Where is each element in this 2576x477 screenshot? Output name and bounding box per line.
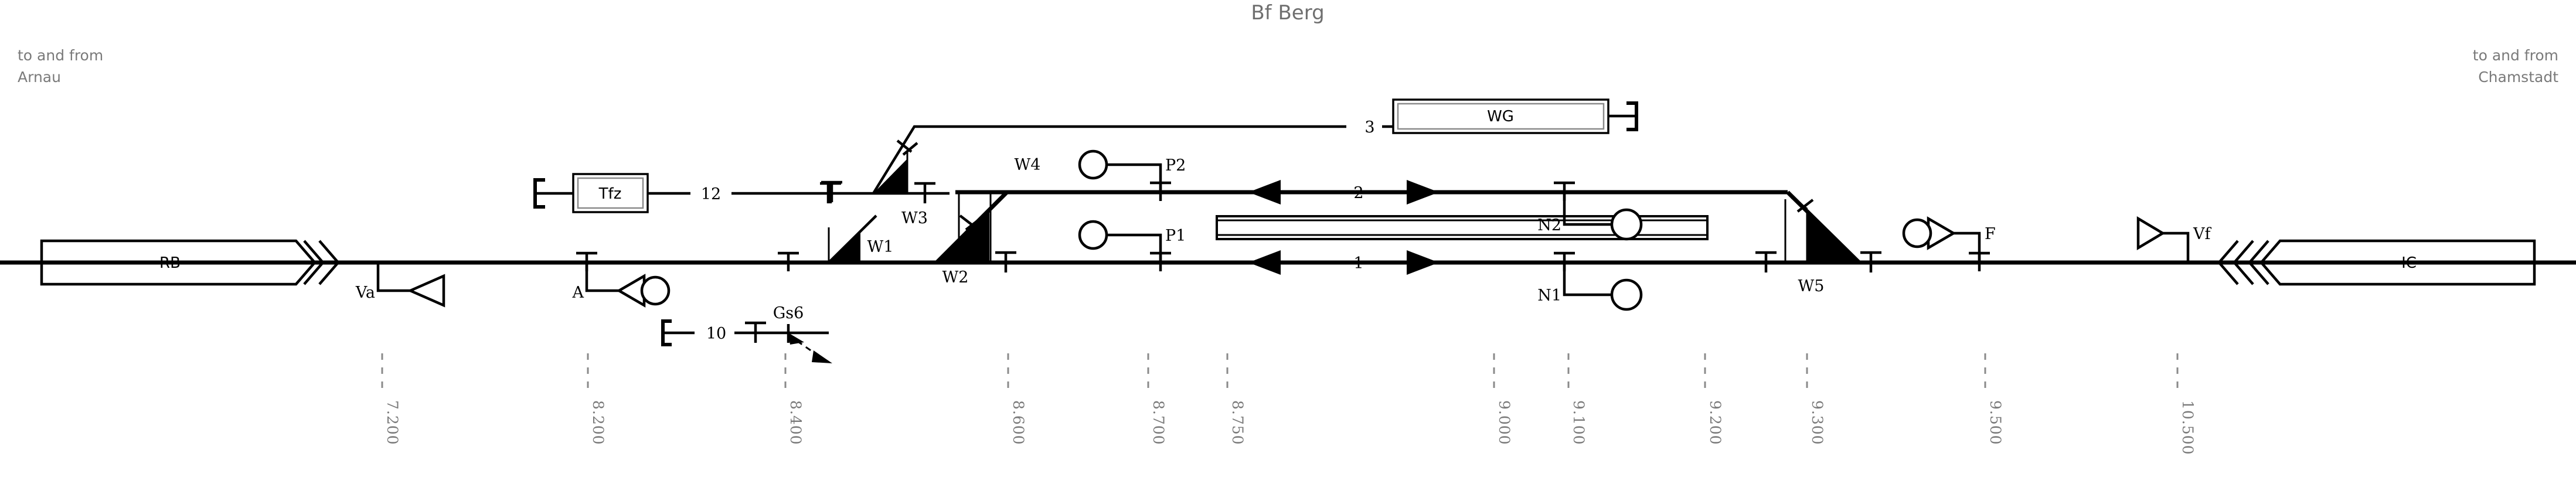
track-1-label: 1 (1353, 254, 1363, 272)
switch-w3-label: W3 (901, 209, 928, 227)
signal-vf-label: Vf (2193, 225, 2211, 243)
train-ic: IC (2217, 239, 2536, 286)
train-rb: RB (40, 239, 340, 286)
km-label: 7.200 (384, 400, 401, 445)
switch-w5-label: W5 (1798, 277, 1825, 295)
track-10-label: 10 (706, 325, 726, 343)
signal-n1[interactable]: N1 (1537, 251, 1643, 311)
track-3-branch: 3 WG (872, 98, 1638, 195)
track-2-direction-arrows: 2 (1248, 180, 1439, 205)
switch-w4-label: W4 (1015, 156, 1041, 174)
switch-w2-label: W2 (942, 268, 969, 287)
track-1-direction-arrows: 1 (1248, 250, 1439, 275)
wg-label: WG (1487, 108, 1514, 125)
endpoint-right-line2: Chamstadt (2478, 69, 2558, 86)
track-limit-marks (778, 251, 799, 271)
km-label: 8.400 (787, 400, 804, 445)
signal-p1[interactable]: P1 (1078, 220, 1186, 271)
km-label: 8.200 (590, 400, 607, 445)
platform (1216, 215, 1709, 240)
signal-vf[interactable]: Vf (2136, 216, 2211, 263)
signal-p2-label: P2 (1165, 156, 1186, 175)
signal-va[interactable]: Va (355, 263, 445, 308)
km-label: 9.100 (1570, 400, 1587, 445)
switch-w4[interactable]: W4 (826, 156, 1041, 203)
km-label: 9.300 (1809, 400, 1826, 445)
signal-p1-label: P1 (1165, 227, 1186, 245)
km-label: 8.600 (1010, 400, 1027, 445)
switch-w5[interactable]: W5 (1755, 190, 1881, 295)
signal-p2[interactable]: P2 (1078, 149, 1186, 201)
track-2-label: 2 (1353, 184, 1363, 202)
track-2-limit-left (821, 180, 842, 202)
derailer-gs6-label: Gs6 (773, 304, 804, 322)
wg-box-inner (1397, 103, 1605, 130)
signal-va-label: Va (355, 284, 375, 302)
km-marker-labels: 7.200 8.200 8.400 8.600 8.700 8.750 9.00… (384, 400, 2196, 455)
km-label: 9.200 (1707, 400, 1724, 445)
switch-w3[interactable]: W3 (867, 151, 950, 227)
km-label: 8.700 (1150, 400, 1167, 445)
signal-n1-label: N1 (1537, 287, 1561, 305)
km-label: 10.500 (2179, 400, 2196, 455)
signal-a[interactable]: A (572, 251, 671, 308)
tfz-box-inner (577, 177, 644, 209)
signal-n2-label: N2 (1537, 216, 1561, 234)
tfz-label: Tfz (598, 185, 622, 203)
km-label: 9.000 (1496, 400, 1513, 445)
track-12-label: 12 (701, 185, 721, 203)
km-label: 9.500 (1987, 400, 2004, 445)
siding-track-10: 10 Gs6 (661, 304, 832, 363)
switch-w1-label: W1 (867, 238, 894, 256)
train-ic-label: IC (2401, 254, 2417, 272)
endpoint-right: to and from Chamstadt (2473, 47, 2558, 86)
switch-w2[interactable]: W2 (942, 192, 1016, 287)
signal-n2[interactable]: N2 (1537, 181, 1643, 241)
km-marker-lines (381, 353, 2179, 393)
signal-f[interactable]: F (1902, 216, 1996, 271)
signal-f-label: F (1985, 225, 1996, 243)
switch-w1[interactable]: W1 (828, 214, 894, 264)
km-label: 8.750 (1229, 400, 1246, 445)
endpoint-left: to and from Arnau (18, 47, 103, 86)
endpoint-right-line1: to and from (2473, 47, 2558, 64)
track-3-label: 3 (1364, 118, 1374, 137)
endpoint-left-line2: Arnau (18, 69, 61, 86)
page-title: Bf Berg (1251, 1, 1324, 25)
train-rb-label: RB (159, 254, 181, 272)
signal-a-label: A (572, 284, 584, 302)
endpoint-left-line1: to and from (18, 47, 103, 64)
derailer-gs6[interactable]: Gs6 (773, 304, 832, 363)
siding-track-12: Tfz 12 (533, 173, 867, 213)
